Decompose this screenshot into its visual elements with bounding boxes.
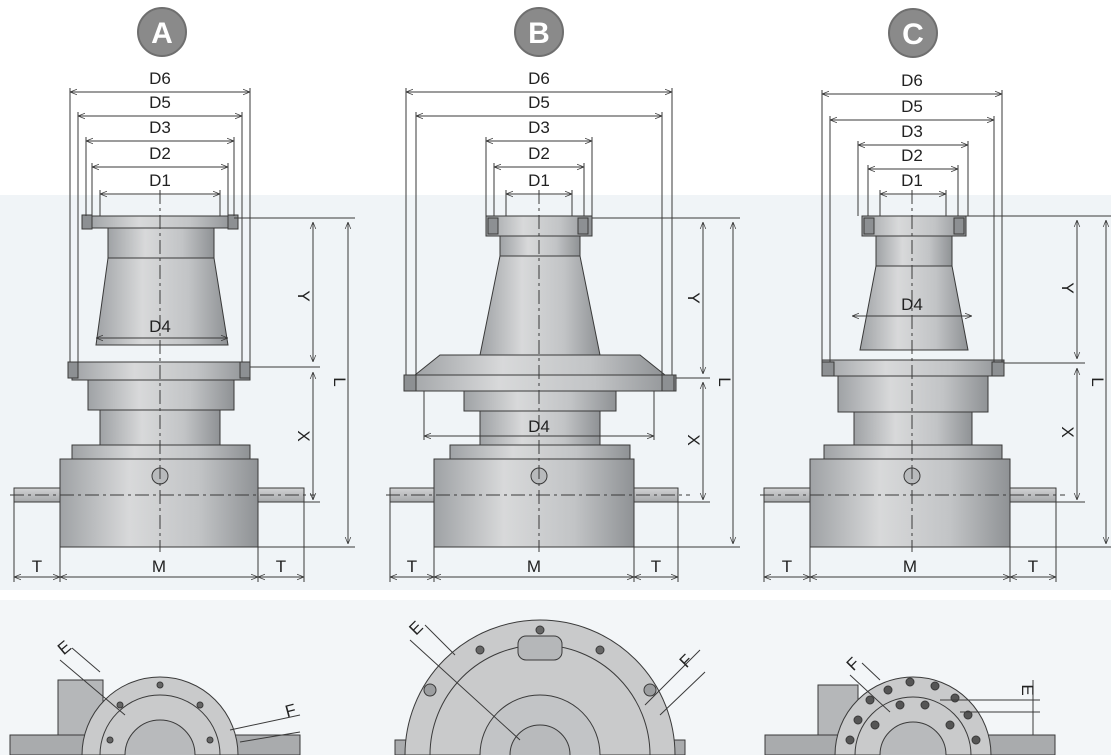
label-d1: D1 (901, 171, 923, 190)
plan-b-label-f: F (676, 651, 697, 672)
badge-a-label: A (151, 17, 173, 50)
badge-b-label: B (528, 17, 550, 50)
badge-c: C (888, 8, 938, 58)
gearbox-c-body (763, 215, 1057, 548)
label-d5: D5 (149, 93, 171, 112)
label-m: M (527, 557, 541, 576)
label-l: L (715, 377, 734, 386)
plan-a-label-f: F (283, 700, 298, 721)
label-d3: D3 (528, 118, 550, 137)
labels-a: D6 D5 D3 D2 D1 D4 Y X L M T T (32, 69, 349, 576)
variant-a: A (9, 7, 355, 755)
label-t-left: T (32, 557, 42, 576)
plan-a-label-e: E (54, 637, 75, 659)
label-d3: D3 (149, 118, 171, 137)
label-d4: D4 (528, 417, 550, 436)
label-x: X (684, 434, 703, 445)
label-d1: D1 (528, 171, 550, 190)
label-d1: D1 (149, 171, 171, 190)
label-d2: D2 (149, 144, 171, 163)
label-d2: D2 (901, 146, 923, 165)
label-d4: D4 (149, 317, 171, 336)
label-t-left: T (782, 557, 792, 576)
label-d5: D5 (528, 93, 550, 112)
label-l: L (1088, 377, 1107, 386)
label-d4: D4 (901, 295, 923, 314)
plan-view-b (394, 619, 706, 755)
dimensions-a (13, 88, 355, 582)
variant-b: B (386, 7, 740, 755)
labels-c: D6 D5 D3 D2 D1 D4 Y X L M T T (782, 71, 1107, 576)
gearbox-a-body (13, 214, 305, 548)
plan-view-a (9, 647, 301, 755)
badge-a: A (137, 7, 187, 57)
label-t-left: T (407, 557, 417, 576)
label-l: L (330, 377, 349, 386)
label-d6: D6 (149, 69, 171, 88)
label-d3: D3 (901, 122, 923, 141)
label-d6: D6 (528, 69, 550, 88)
plan-c-label-f: F (843, 654, 864, 675)
badge-b: B (514, 7, 564, 57)
label-m: M (152, 557, 166, 576)
plan-c-label-e: E (1018, 684, 1037, 695)
gearbox-b-body (389, 215, 679, 548)
label-y: Y (1058, 282, 1077, 293)
label-d6: D6 (901, 71, 923, 90)
label-m: M (903, 557, 917, 576)
label-d2: D2 (528, 144, 550, 163)
label-d5: D5 (901, 97, 923, 116)
label-t-right: T (651, 557, 661, 576)
variant-c: C (760, 8, 1111, 755)
label-t-right: T (276, 557, 286, 576)
dimensions-c (763, 90, 1111, 582)
label-y: Y (294, 290, 313, 301)
label-x: X (294, 430, 313, 441)
label-t-right: T (1028, 557, 1038, 576)
label-x: X (1058, 426, 1077, 437)
badge-c-label: C (902, 18, 924, 51)
plan-b-label-e: E (405, 617, 426, 638)
plan-view-c (764, 662, 1056, 755)
label-y: Y (684, 292, 703, 303)
labels-b: D6 D5 D3 D2 D1 D4 Y X L M T T (407, 69, 734, 576)
dimensions-b (389, 88, 740, 582)
